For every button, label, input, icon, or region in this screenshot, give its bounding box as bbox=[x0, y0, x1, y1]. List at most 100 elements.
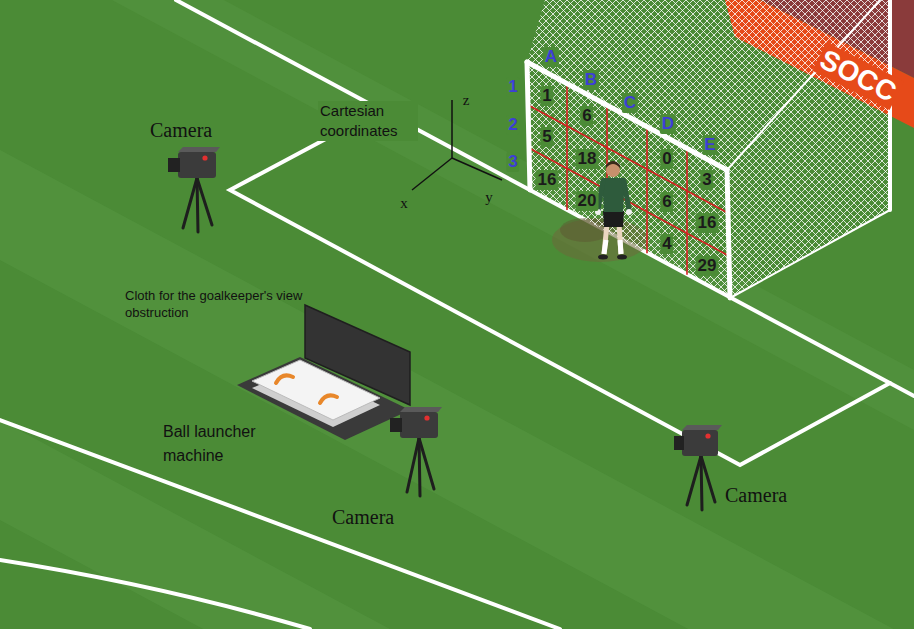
tripod-leg bbox=[687, 456, 701, 505]
column-letter: B bbox=[583, 70, 599, 90]
label-anchor: Camera bbox=[150, 118, 212, 142]
launcher-wheel bbox=[320, 395, 337, 403]
goal-post bbox=[527, 62, 530, 190]
label-anchor: Cloth for the goalkeeper's view obstruct… bbox=[125, 287, 303, 321]
camera-body bbox=[400, 412, 438, 438]
camera-body bbox=[178, 152, 216, 178]
tripod-leg bbox=[419, 438, 420, 496]
grass-stripe bbox=[0, 420, 914, 629]
goalkeeper-shirt bbox=[602, 178, 625, 212]
column-letter: D bbox=[660, 114, 676, 134]
label-anchor: D bbox=[660, 114, 676, 134]
penalty-arc bbox=[0, 560, 310, 629]
cell-value: 18 bbox=[576, 149, 599, 169]
label-anchor: 16 bbox=[696, 213, 719, 233]
cell-value: 3 bbox=[700, 170, 713, 190]
label-anchor: Camera bbox=[332, 505, 394, 529]
camera-top bbox=[178, 147, 220, 152]
axes-label: Cartesian coordinates bbox=[318, 101, 418, 141]
banner-text: SOCC bbox=[812, 42, 904, 110]
cell-value: 5 bbox=[540, 127, 553, 147]
camera-top bbox=[400, 407, 442, 412]
y-axis bbox=[452, 158, 502, 180]
goalkeeper-hair bbox=[606, 161, 620, 168]
row-number: 2 bbox=[506, 115, 519, 135]
tripod-leg bbox=[197, 178, 212, 225]
label-anchor: 1 bbox=[506, 77, 519, 97]
camera-lens bbox=[674, 436, 684, 450]
grass-stripe bbox=[0, 0, 914, 430]
goal-post bbox=[727, 170, 730, 298]
camera-light bbox=[202, 155, 207, 160]
goalkeeper-leg bbox=[604, 224, 607, 254]
goal-back-bar bbox=[730, 210, 890, 298]
label-anchor: 4 bbox=[660, 234, 673, 254]
label-anchor: 3 bbox=[700, 170, 713, 190]
label-anchor: SOCC bbox=[812, 42, 904, 110]
x-axis bbox=[412, 158, 452, 190]
tripod-leg bbox=[407, 438, 419, 492]
tripod-leg bbox=[419, 438, 434, 489]
goalkeeper-sock bbox=[604, 240, 606, 254]
goalkeeper-arm bbox=[598, 181, 603, 210]
axis-label: z bbox=[463, 92, 470, 109]
label-anchor: 29 bbox=[696, 256, 719, 276]
label-anchor: C bbox=[622, 93, 638, 113]
camera-lens bbox=[390, 418, 402, 432]
goalkeeper-boot bbox=[617, 255, 627, 260]
camera-top bbox=[682, 425, 722, 430]
grid-line bbox=[686, 148, 688, 274]
camera-label: Camera bbox=[332, 505, 394, 529]
goalkeeper-sock bbox=[620, 240, 621, 254]
goal-net-side bbox=[727, 0, 890, 298]
goalkeeper-shorts bbox=[603, 211, 624, 227]
axis-label: y bbox=[485, 189, 493, 206]
tripod-leg bbox=[183, 178, 197, 228]
goalkeeper-arm bbox=[624, 181, 629, 210]
axis-label: x bbox=[400, 195, 408, 212]
cell-value: 0 bbox=[660, 149, 673, 169]
label-anchor: E bbox=[702, 135, 717, 155]
cell-value: 1 bbox=[540, 86, 553, 106]
goal-line bbox=[176, 0, 914, 396]
tripod-leg bbox=[701, 456, 702, 510]
cell-value: 16 bbox=[696, 213, 719, 233]
label-anchor: 6 bbox=[580, 106, 593, 126]
cell-value: 6 bbox=[580, 106, 593, 126]
label-anchor: 2 bbox=[506, 115, 519, 135]
label-anchor: 20 bbox=[576, 191, 599, 211]
column-letter: E bbox=[702, 135, 717, 155]
goalkeeper-glove bbox=[626, 209, 632, 215]
label-anchor: Cartesian coordinates bbox=[318, 101, 418, 141]
cell-value: 29 bbox=[696, 256, 719, 276]
row-number: 3 bbox=[506, 152, 519, 172]
goalkeeper-leg bbox=[619, 224, 621, 254]
launcher-top bbox=[252, 360, 380, 420]
callout-note: Cloth for the goalkeeper's view obstruct… bbox=[125, 287, 303, 321]
camera-symbol bbox=[674, 425, 722, 510]
ball-launcher bbox=[237, 305, 410, 440]
label-anchor: A bbox=[543, 47, 559, 67]
label-anchor: 6 bbox=[660, 192, 673, 212]
camera-light bbox=[705, 433, 710, 438]
callout-note: Ball launcher machine bbox=[163, 420, 285, 468]
goal-crossbar bbox=[527, 62, 727, 170]
goalkeeper-boot bbox=[598, 255, 608, 260]
tripod-leg bbox=[701, 456, 715, 502]
label-anchor: 5 bbox=[540, 127, 553, 147]
grid-line bbox=[566, 84, 568, 210]
goalkeeper bbox=[595, 161, 632, 260]
row-number: 1 bbox=[506, 77, 519, 97]
goal-net-front bbox=[527, 62, 730, 298]
cell-value: 16 bbox=[536, 170, 559, 190]
label-anchor: 3 bbox=[506, 152, 519, 172]
tripod-leg bbox=[197, 178, 198, 232]
camera-symbol bbox=[168, 147, 220, 232]
launcher-wheel bbox=[276, 375, 293, 383]
label-anchor: x bbox=[400, 195, 408, 212]
label-anchor: B bbox=[583, 70, 599, 90]
penalty-area-line bbox=[0, 420, 560, 629]
column-letter: A bbox=[543, 47, 559, 67]
camera-label: Camera bbox=[725, 483, 787, 507]
label-anchor: y bbox=[485, 189, 493, 206]
